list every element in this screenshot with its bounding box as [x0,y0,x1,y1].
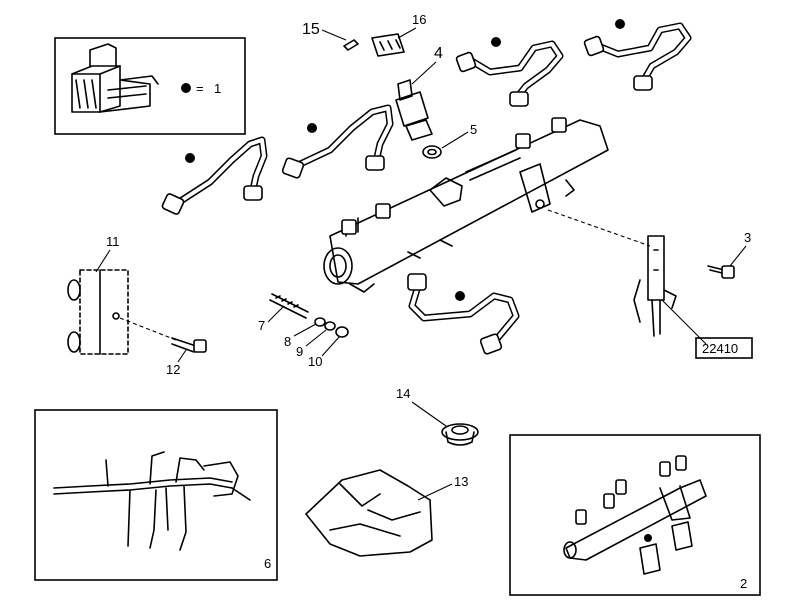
bullet-pipe-1 [491,37,501,47]
fuel-pipe-left-1 [161,136,268,215]
bullet-pipe-5 [455,291,465,301]
callout-11: 11 [106,234,120,249]
part-16-connector-plug: 16 [371,12,426,57]
inset-box-harness [34,409,278,581]
legend-equals: = [196,81,204,96]
inset-connector-legend: = 1 [54,37,246,135]
callout-1: 1 [214,81,221,96]
fuel-pipe-upper-1 [455,37,564,107]
fuel-pipe-upper-2 [583,19,692,91]
callout-9: 9 [296,344,303,359]
callout-8: 8 [284,334,291,349]
callout-6: 6 [264,556,271,571]
inset-box-legend [54,37,246,135]
fuel-pipe-lower [407,273,520,355]
callout-10: 10 [308,354,322,369]
bullet-pipe-4 [307,123,317,133]
part-3-bolt: 3 [707,230,751,279]
bullet-pipe-2 [615,19,625,29]
dashed-leader-bracket [547,209,651,247]
inset-fuel-rail-assembly: 2 [509,434,761,596]
bullet-pipe-3 [185,153,195,163]
ref-box-22410 [695,337,753,359]
ref-22410: 22410 [702,341,738,356]
callout-4: 4 [434,45,443,62]
callout-5: 5 [470,122,477,137]
bullet-marker [181,83,191,93]
part-14-grommet: 14 [396,386,479,446]
fuel-rail-main [323,117,609,293]
part-13-cloth: 13 [305,469,468,557]
callout-2: 2 [740,576,747,591]
part-12-bolt: 12 [166,337,207,377]
bullet-rail-inset [644,534,652,542]
callout-14: 14 [396,386,410,401]
callout-12: 12 [166,362,180,377]
part-5-washer: 5 [422,122,477,159]
callout-15: 15 [302,21,320,38]
fuel-pipe-left-2 [281,104,394,179]
inset-wiring-harness: 6 [34,409,278,581]
parts-7-10-stud-washers: 7 8 9 10 [258,293,349,369]
callout-3: 3 [744,230,751,245]
inset-box-rail [509,434,761,596]
part-15-clip: 15 [302,21,359,51]
bracket-assembly: 22410 [633,235,753,359]
connector-illustration [71,43,159,113]
callout-7: 7 [258,318,265,333]
dashed-leader-bracket-11 [119,317,177,341]
callout-13: 13 [454,474,468,489]
part-11-bracket: 11 [67,234,129,355]
callout-16: 16 [412,12,426,27]
part-4-pressure-sensor: 4 [395,45,443,141]
